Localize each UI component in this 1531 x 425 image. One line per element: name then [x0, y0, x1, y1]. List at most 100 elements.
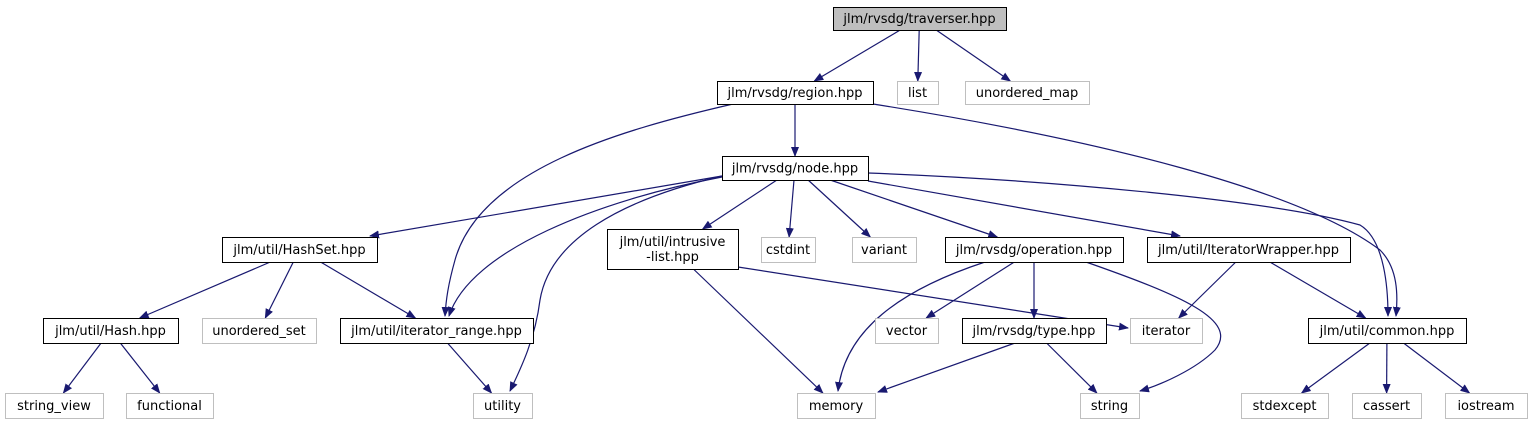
graph-node-region[interactable]: jlm/rvsdg/region.hpp	[717, 81, 874, 105]
edge-operation-to-memory	[835, 261, 986, 392]
graph-node-functional: functional	[126, 393, 214, 419]
graph-node-variant: variant	[852, 237, 917, 263]
graph-node-string: string	[1080, 393, 1140, 419]
node-label: memory	[809, 399, 864, 414]
node-box	[126, 393, 214, 419]
edge-node-to-iterwrapper	[867, 180, 1181, 239]
graph-node-node[interactable]: jlm/rvsdg/node.hpp	[722, 156, 869, 181]
node-label: jlm/util/Hash.hpp	[54, 324, 166, 339]
graph-node-string_view: string_view	[5, 393, 104, 419]
edge-intrusive-to-memory	[692, 268, 824, 394]
graph-node-unordered_set: unordered_set	[202, 318, 317, 344]
node-label: jlm/util/common.hpp	[1319, 324, 1455, 339]
node-box	[1445, 393, 1528, 419]
node-box	[43, 318, 179, 344]
edge-region-to-common	[872, 103, 1401, 317]
edge-iterwrapper-to-common	[1269, 261, 1367, 319]
graph-node-operation[interactable]: jlm/rvsdg/operation.hpp	[945, 237, 1124, 263]
node-box	[340, 318, 534, 344]
node-label: stdexcept	[1253, 399, 1317, 414]
node-label: jlm/util/intrusive	[619, 235, 726, 250]
edge-hashset-to-unordered_set	[264, 261, 294, 319]
node-box	[945, 237, 1124, 263]
edge-node-to-variant	[807, 179, 872, 238]
graph-node-type[interactable]: jlm/rvsdg/type.hpp	[962, 318, 1107, 344]
graph-node-memory: memory	[797, 393, 876, 419]
graph-node-iterator: iterator	[1130, 318, 1203, 344]
graph-node-cassert: cassert	[1352, 393, 1422, 419]
node-label: cassert	[1363, 399, 1410, 414]
graph-node-hashset[interactable]: jlm/util/HashSet.hpp	[222, 237, 378, 263]
graph-node-hash[interactable]: jlm/util/Hash.hpp	[43, 318, 179, 344]
node-box	[222, 237, 378, 263]
node-label: jlm/rvsdg/node.hpp	[731, 162, 858, 177]
node-label: list	[908, 86, 927, 101]
node-label: variant	[861, 243, 907, 258]
node-box	[1147, 237, 1351, 263]
edge-hash-to-functional	[119, 342, 161, 394]
edges-layer	[62, 29, 1471, 394]
node-label: cstdint	[766, 243, 810, 258]
node-label: iterator	[1142, 324, 1191, 339]
edge-type-to-string	[1046, 342, 1098, 394]
node-label: jlm/rvsdg/operation.hpp	[955, 243, 1112, 258]
node-label: jlm/rvsdg/region.hpp	[727, 86, 863, 101]
node-box	[722, 156, 869, 181]
edge-traverser-to-unordered_map	[935, 29, 1012, 82]
graph-node-intrusive[interactable]: jlm/util/intrusive-list.hpp	[607, 229, 739, 270]
edge-operation-to-vector	[925, 261, 1015, 319]
node-box	[962, 318, 1107, 344]
edge-node-to-cstdint	[785, 179, 795, 238]
node-box	[607, 229, 739, 270]
node-label: string	[1091, 399, 1128, 414]
node-box	[1080, 393, 1140, 419]
node-label: jlm/util/HashSet.hpp	[232, 243, 365, 258]
node-box	[1130, 318, 1203, 344]
node-box	[897, 81, 939, 105]
node-label: string_view	[17, 399, 91, 414]
edge-region-to-iterrange	[441, 103, 734, 317]
node-box	[202, 318, 317, 344]
edge-common-to-stdexcept	[1300, 342, 1371, 394]
node-box	[5, 393, 104, 419]
graph-node-common[interactable]: jlm/util/common.hpp	[1308, 318, 1467, 344]
node-label: utility	[484, 399, 521, 414]
node-box	[875, 318, 939, 344]
node-box	[717, 81, 874, 105]
node-box	[761, 237, 816, 263]
node-label: jlm/util/iterator_range.hpp	[350, 324, 522, 339]
node-label: jlm/util/IteratorWrapper.hpp	[1157, 243, 1339, 258]
node-label: functional	[137, 399, 202, 414]
graph-node-iterwrapper[interactable]: jlm/util/IteratorWrapper.hpp	[1147, 237, 1351, 263]
edge-iterwrapper-to-iterator	[1177, 261, 1237, 319]
node-box	[797, 393, 876, 419]
nodes-layer: jlm/rvsdg/traverser.hpp jlm/rvsdg/region.…	[5, 7, 1528, 419]
graph-node-traverser[interactable]: jlm/rvsdg/traverser.hpp	[833, 7, 1007, 31]
node-label: vector	[886, 324, 928, 339]
edge-common-to-iostream	[1403, 342, 1471, 394]
node-label: unordered_map	[976, 86, 1079, 101]
node-box	[833, 7, 1007, 31]
node-box	[1308, 318, 1467, 344]
graph-node-utility: utility	[473, 393, 533, 419]
edge-hash-to-string_view	[62, 342, 102, 394]
node-box	[1241, 393, 1329, 419]
graph-node-iterrange[interactable]: jlm/util/iterator_range.hpp	[340, 318, 534, 344]
edge-type-to-memory	[877, 342, 1016, 393]
graph-node-list: list	[897, 81, 939, 105]
edge-intrusive-to-iterator	[737, 266, 1129, 331]
edge-node-to-iterrange	[447, 176, 723, 317]
edge-node-to-hashset	[369, 175, 723, 239]
graph-node-unordered_map: unordered_map	[965, 81, 1090, 105]
node-label: -list.hpp	[646, 250, 699, 265]
edge-traverser-to-region	[813, 29, 901, 82]
edge-node-to-operation	[830, 179, 999, 238]
edge-hashset-to-hash	[138, 261, 271, 319]
node-label: jlm/rvsdg/traverser.hpp	[842, 12, 995, 27]
node-box	[852, 237, 917, 263]
node-box	[1352, 393, 1422, 419]
edge-traverser-to-list	[914, 29, 923, 82]
edge-node-to-utility	[509, 175, 723, 392]
node-label: iostream	[1457, 399, 1514, 414]
